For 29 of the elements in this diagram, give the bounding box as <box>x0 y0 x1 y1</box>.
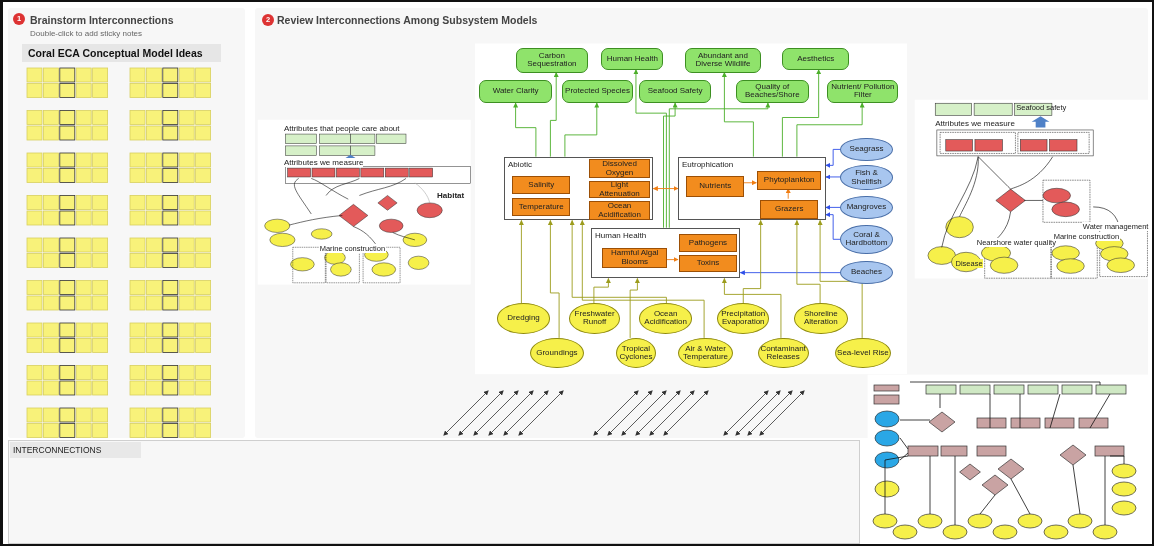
panel-heading: Brainstorm Interconnections <box>30 14 174 26</box>
board-section <box>8 440 860 544</box>
process-box: Ocean Acidification <box>589 201 650 220</box>
attribute-box: Human Health <box>601 47 664 70</box>
diagram-heading: Attributes we measure <box>283 158 364 168</box>
section-heading: INTERCONNECTIONS <box>10 442 142 458</box>
process-box: Temperature <box>512 198 571 216</box>
group-heading: Eutrophication <box>682 159 734 169</box>
panel-heading: Review Interconnections Among Subsystem Models <box>277 14 538 26</box>
group-heading: Abiotic <box>508 159 532 169</box>
section-heading: Coral ECA Conceptual Model Ideas <box>22 44 221 62</box>
diagram-heading: Attributes that people care about <box>283 124 400 134</box>
diagram-heading: Attributes we measure <box>935 118 1015 128</box>
group-box <box>678 156 826 221</box>
attribute-box: Water Clarity <box>479 79 552 103</box>
board-panel <box>8 8 245 438</box>
group-box <box>504 156 654 221</box>
process-box: Nutrients <box>686 176 745 197</box>
connector-arrow <box>652 186 679 192</box>
attribute-box: Quality of Beaches/Shore <box>736 79 809 103</box>
attribute-box: Abundant and Diverse Wildlife <box>685 47 761 73</box>
process-box: Pathogens <box>679 234 737 252</box>
group-heading: Human Health <box>595 230 647 240</box>
process-box: Harmful Algal Blooms <box>602 247 668 268</box>
group-box <box>591 227 741 279</box>
instruction-text: Double-click to add sticky notes <box>30 29 143 38</box>
process-box: Dissolved Oxygen <box>589 159 650 178</box>
process-box: Salinity <box>512 176 571 194</box>
diagram-label: Habitat <box>437 191 465 201</box>
